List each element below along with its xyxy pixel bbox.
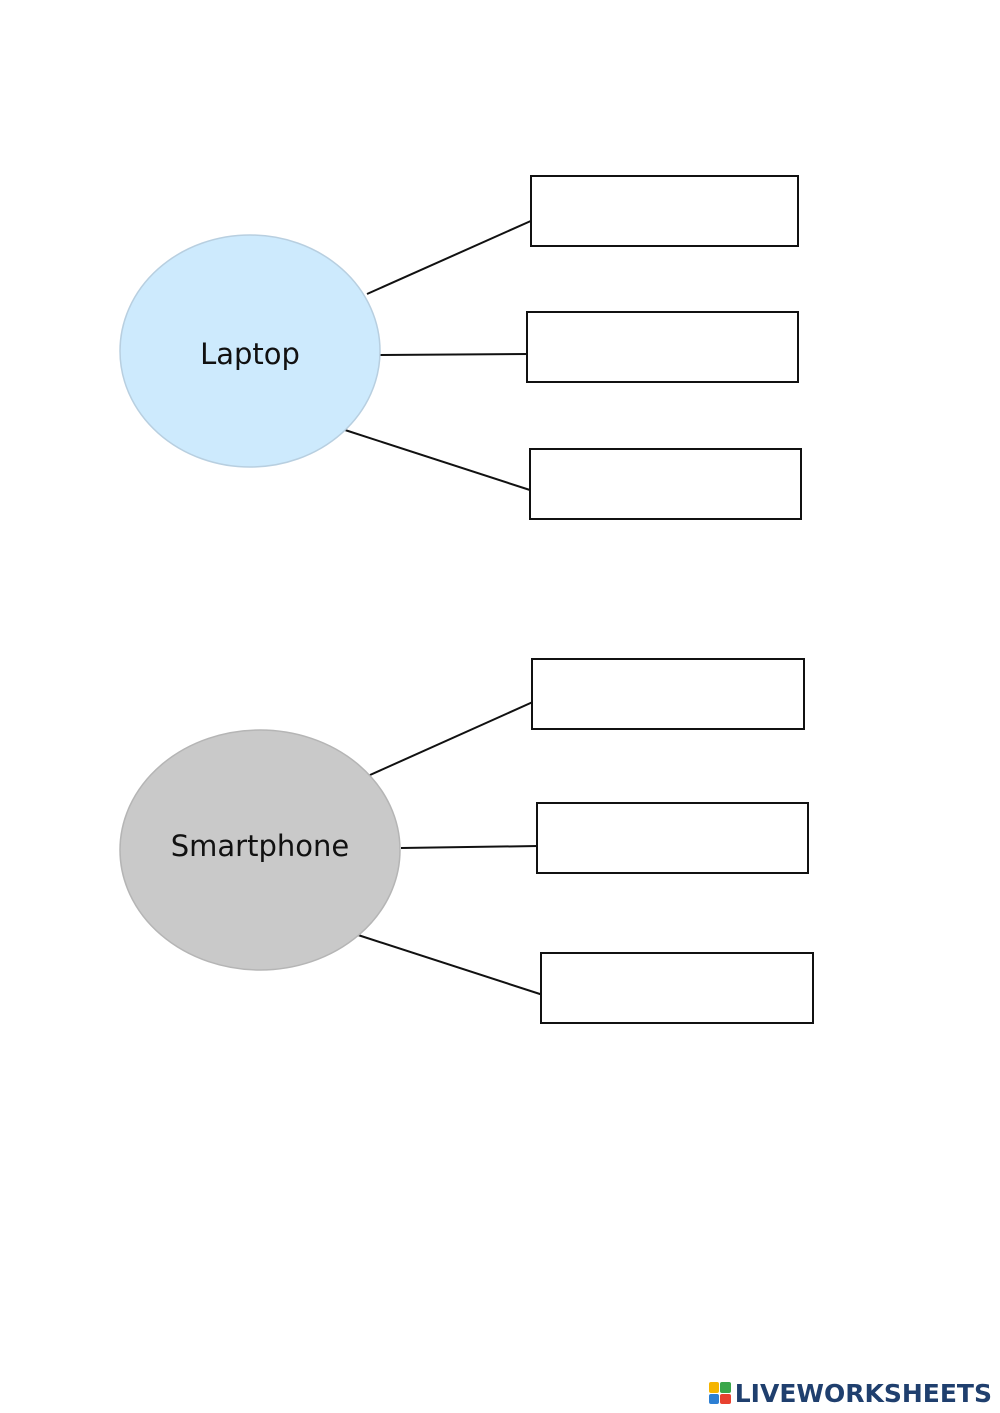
connector-line xyxy=(379,353,530,356)
answer-box[interactable] xyxy=(530,175,799,247)
group-laptop: Laptop xyxy=(119,175,802,520)
topic-ellipse-smartphone xyxy=(119,729,401,971)
topic-label-laptop: Laptop xyxy=(200,337,300,371)
topic-label-smartphone: Smartphone xyxy=(171,829,349,863)
connector-line xyxy=(357,934,544,996)
liveworksheets-logo-icon xyxy=(708,1382,731,1404)
connector-line xyxy=(400,845,539,849)
connector-line xyxy=(369,700,536,776)
answer-box[interactable] xyxy=(529,448,802,520)
group-smartphone: Smartphone xyxy=(119,658,814,1024)
answer-box[interactable] xyxy=(526,311,799,383)
liveworksheets-brand: LIVEWORKSHEETS xyxy=(708,1376,992,1410)
brand-text: LIVEWORKSHEETS xyxy=(734,1378,992,1408)
connector-line xyxy=(344,429,534,492)
answer-box[interactable] xyxy=(540,952,814,1024)
answer-box[interactable] xyxy=(531,658,805,730)
topic-ellipse-laptop xyxy=(119,234,381,468)
answer-box[interactable] xyxy=(536,802,809,874)
connector-line xyxy=(366,219,534,295)
